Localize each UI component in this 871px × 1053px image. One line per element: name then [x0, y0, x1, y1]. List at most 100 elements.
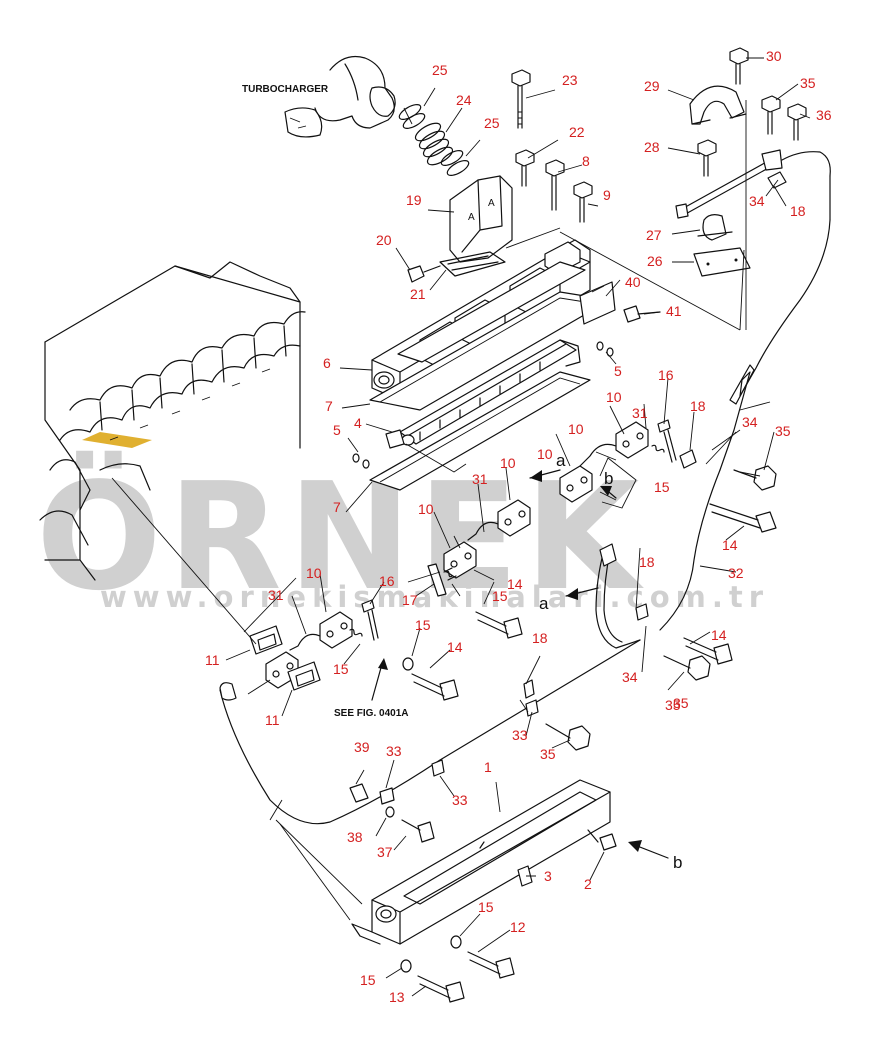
callout-number: 18: [639, 554, 655, 570]
callout-number: 35: [673, 695, 689, 711]
callout-number: 31: [632, 405, 648, 421]
callout-number: 41: [666, 303, 682, 319]
callout-number: 14: [711, 627, 727, 643]
see-fig-label: SEE FIG. 0401A: [334, 708, 408, 719]
callout-number: 5: [614, 363, 622, 379]
connector-mid: [443, 499, 531, 579]
callout-number: 35: [775, 423, 791, 439]
bolt-30: [729, 47, 749, 85]
ref-letter-a-2: a: [539, 594, 549, 613]
bolt-14-c: [683, 637, 733, 665]
callout-number: 7: [333, 499, 341, 515]
ref-letter-b-1: b: [604, 469, 613, 488]
callout-number: 15: [415, 617, 431, 633]
callout-number: 10: [537, 446, 553, 462]
bolt-28: [697, 139, 717, 177]
bracket-29: [689, 85, 747, 125]
callout-number: 20: [376, 232, 392, 248]
callout-number: 8: [582, 153, 590, 169]
callout-number: 31: [472, 471, 488, 487]
callout-number: 35: [800, 75, 816, 91]
callout-number: 7: [325, 398, 333, 414]
bolt-13: [417, 975, 465, 1003]
callout-number: 23: [562, 72, 578, 88]
bolt-35-a: [733, 465, 777, 491]
callout-number: 38: [347, 829, 363, 845]
callout-number: 14: [722, 537, 738, 553]
nut: [407, 265, 441, 283]
plate: [579, 281, 616, 325]
callout-number: 35: [665, 697, 681, 713]
callout-number: 17: [402, 592, 418, 608]
clip-17: [427, 563, 457, 597]
callout-number: 10: [606, 389, 622, 405]
callout-number: 11: [205, 652, 220, 668]
grommet-39: [349, 783, 369, 803]
rod-assembly: [675, 149, 831, 221]
pins-5: [352, 341, 614, 469]
bolt-35-top: [761, 95, 781, 135]
callout-number: 25: [484, 115, 500, 131]
bolt-22: [515, 149, 535, 187]
bolt-35-b: [663, 655, 711, 681]
callout-number: 15: [492, 588, 508, 604]
plug-3: [517, 865, 533, 887]
callout-number: 2: [584, 876, 592, 892]
springs-15: [349, 444, 665, 637]
arrows: [371, 469, 669, 859]
callout-number: 12: [510, 919, 526, 935]
bolt-41: [623, 305, 661, 323]
callout-number: 3: [544, 868, 552, 884]
callout-number: 24: [456, 92, 472, 108]
callout-number: 6: [323, 355, 331, 371]
ref-letter-b-2: b: [673, 853, 682, 872]
callout-number: 4: [354, 415, 362, 431]
bolt-9: [573, 181, 593, 223]
callout-number: 35: [540, 746, 556, 762]
callout-number: 15: [360, 972, 376, 988]
callout-number: 31: [268, 587, 284, 603]
cable-32: [659, 219, 831, 631]
callout-number: 27: [646, 227, 662, 243]
bolt-14-d: [411, 673, 459, 701]
leader-lines: [111, 57, 811, 997]
callout-number: 15: [654, 479, 670, 495]
callout-number: 32: [728, 565, 744, 581]
callout-number: 10: [418, 501, 434, 517]
bolt-23: [511, 69, 531, 129]
callout-number: 18: [790, 203, 806, 219]
callout-numbers: 25 24 25 23 22 8 9 19 20 21 6 7 5 4 7 40…: [205, 48, 832, 1005]
sensor-cable: [219, 543, 641, 825]
clip-18-top: [767, 171, 787, 189]
bolt-37: [401, 819, 435, 843]
callout-number: 1: [484, 759, 492, 775]
callout-number: 10: [500, 455, 516, 471]
clamp-27: [697, 214, 733, 241]
callout-number: 18: [690, 398, 706, 414]
svg-text:A: A: [468, 212, 475, 223]
bolt-16-upper: [657, 419, 677, 463]
turbocharger-label: TURBOCHARGER: [242, 84, 329, 95]
washers: [385, 657, 462, 973]
lower-manifold: [351, 779, 611, 945]
callout-number: 19: [406, 192, 422, 208]
callout-number: 10: [568, 421, 584, 437]
turbocharger: [284, 55, 426, 138]
callout-number: 13: [389, 989, 405, 1005]
callout-number: 15: [333, 661, 349, 677]
callout-number: 29: [644, 78, 660, 94]
callout-number: 40: [625, 274, 641, 290]
bolt-14-b: [475, 611, 523, 639]
gaskets-11: [249, 625, 321, 691]
callout-number: 33: [386, 743, 402, 759]
bolt-35-c: [545, 723, 591, 751]
watermark-accent: [82, 432, 152, 448]
callout-number: 16: [379, 573, 395, 589]
callout-number: 11: [265, 712, 280, 728]
callout-number: 15: [478, 899, 494, 915]
plug-2: [587, 829, 617, 851]
connector-upper: [559, 421, 649, 503]
callout-number: 33: [452, 792, 468, 808]
bolt-36: [787, 103, 807, 141]
